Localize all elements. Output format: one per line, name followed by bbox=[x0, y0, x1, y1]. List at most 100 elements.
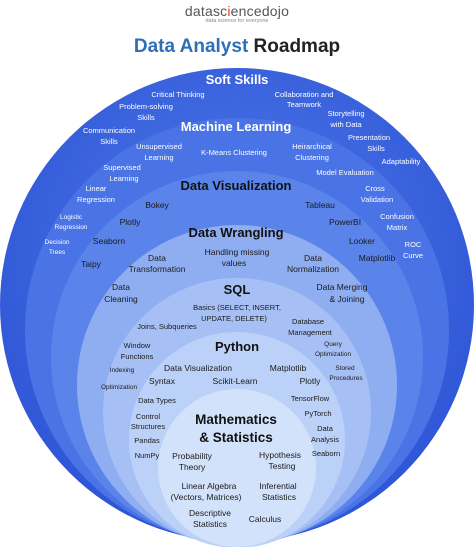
dataviz-item: Plotly bbox=[120, 217, 142, 227]
math-item: Descriptive bbox=[189, 508, 231, 518]
wrangling-item: Data bbox=[304, 253, 322, 263]
math-item: Testing bbox=[269, 461, 296, 471]
wrangling-item: Data bbox=[148, 253, 166, 263]
logo-tagline: data science for everyone bbox=[205, 18, 269, 24]
math-item: Hypothesis bbox=[259, 450, 301, 460]
sql-item: Optimization bbox=[101, 384, 138, 391]
soft-skill-item: Storytelling bbox=[327, 109, 364, 118]
python-item: Data Visualization bbox=[164, 363, 232, 373]
dataviz-item: Seaborn bbox=[93, 236, 125, 246]
wrangling-item: Handling missing bbox=[205, 247, 270, 257]
sql-item: Procedures bbox=[329, 375, 363, 382]
data-wrangling-title: Data Wrangling bbox=[188, 225, 283, 240]
wrangling-item: Cleaning bbox=[104, 294, 138, 304]
python-item: Plotly bbox=[300, 376, 322, 386]
ml-item: Trees bbox=[49, 249, 66, 256]
ml-item: Matrix bbox=[387, 223, 408, 232]
dataviz-item: Taipy bbox=[81, 259, 102, 269]
ml-item: Regression bbox=[55, 224, 88, 231]
python-item: Scikit-Learn bbox=[213, 376, 258, 386]
soft-skill-item: Collaboration and bbox=[275, 90, 334, 99]
dataviz-item: Matplotlib bbox=[359, 253, 396, 263]
ml-item: Supervised bbox=[103, 163, 141, 172]
ml-item: Model Evaluation bbox=[316, 168, 374, 177]
ring-math bbox=[158, 389, 316, 547]
python-item: Syntax bbox=[149, 376, 176, 386]
ml-item: Learning bbox=[109, 174, 138, 183]
wrangling-item: & Joining bbox=[330, 294, 365, 304]
python-item: Seaborn bbox=[312, 449, 340, 458]
python-item: Analysis bbox=[311, 435, 339, 444]
ml-item: Learning bbox=[144, 153, 173, 162]
math-item: Calculus bbox=[249, 514, 282, 524]
python-item: Data Types bbox=[138, 396, 176, 405]
python-item: Data bbox=[317, 424, 334, 433]
soft-skill-item: Presentation bbox=[348, 133, 390, 142]
data-visualization-title: Data Visualization bbox=[180, 178, 291, 193]
soft-skill-item: Communication bbox=[83, 126, 135, 135]
math-title: Mathematics bbox=[195, 412, 277, 427]
python-item: TensorFlow bbox=[291, 394, 330, 403]
math-item: Probability bbox=[172, 451, 212, 461]
wrangling-item: Data Merging bbox=[316, 282, 367, 292]
python-item: Structures bbox=[131, 422, 165, 431]
soft-skill-item: Problem-solving bbox=[119, 102, 173, 111]
soft-skill-item: Adaptability bbox=[382, 157, 421, 166]
sql-item: UPDATE, DELETE) bbox=[201, 314, 267, 323]
python-item: PyTorch bbox=[304, 409, 331, 418]
sql-item: Management bbox=[288, 328, 333, 337]
sql-item: Database bbox=[292, 317, 324, 326]
python-item: Matplotlib bbox=[270, 363, 307, 373]
page-title: Data Analyst Roadmap bbox=[133, 36, 341, 57]
soft-skill-item: Skills bbox=[100, 137, 118, 146]
sql-item: Indexing bbox=[110, 367, 135, 374]
machine-learning-title: Machine Learning bbox=[181, 119, 292, 134]
ml-item: Clustering bbox=[295, 153, 329, 162]
math-item: Statistics bbox=[262, 492, 296, 502]
brand-logo: datasciencedojo data science for everyon… bbox=[0, 3, 474, 24]
math-item: Inferential bbox=[259, 481, 296, 491]
dataviz-item: Bokey bbox=[145, 200, 169, 210]
sql-item: Stored bbox=[335, 365, 355, 372]
sql-item: Window bbox=[124, 341, 151, 350]
soft-skill-item: with Data bbox=[329, 120, 362, 129]
wrangling-item: Transformation bbox=[129, 264, 186, 274]
logo-wordmark: datasciencedojo bbox=[184, 3, 290, 19]
python-item: Pandas bbox=[134, 436, 160, 445]
sql-item: Joins, Subqueries bbox=[137, 322, 197, 331]
wrangling-item: Data bbox=[112, 282, 130, 292]
ml-item: Regression bbox=[77, 195, 115, 204]
ml-item: Curve bbox=[403, 251, 423, 260]
sql-title: SQL bbox=[224, 282, 251, 297]
python-item: NumPy bbox=[135, 451, 160, 460]
ml-item: Linear bbox=[86, 184, 107, 193]
math-item: Linear Algebra bbox=[182, 481, 237, 491]
soft-skill-item: Skills bbox=[137, 113, 155, 122]
python-title: Python bbox=[215, 339, 259, 354]
ml-item: Decision bbox=[45, 239, 70, 246]
soft-skill-item: Critical Thinking bbox=[151, 90, 204, 99]
math-item: Statistics bbox=[193, 519, 227, 529]
ml-item: Confusion bbox=[380, 212, 414, 221]
sql-item: Basics (SELECT, INSERT, bbox=[193, 303, 281, 312]
soft-skill-item: Teamwork bbox=[287, 100, 321, 109]
ml-item: ROC bbox=[405, 240, 422, 249]
ml-item: Unsupervised bbox=[136, 142, 182, 151]
sql-item: Optimization bbox=[315, 351, 352, 358]
dataviz-item: PowerBI bbox=[329, 217, 361, 227]
sql-item: Functions bbox=[121, 352, 154, 361]
dataviz-item: Looker bbox=[349, 236, 375, 246]
ml-item: K-Means Clustering bbox=[201, 148, 267, 157]
ml-item: Logistic bbox=[60, 214, 83, 221]
python-item: Control bbox=[136, 412, 161, 421]
ml-item: Validation bbox=[361, 195, 393, 204]
ml-item: Cross bbox=[365, 184, 385, 193]
math-item: Theory bbox=[179, 462, 206, 472]
wrangling-item: Normalization bbox=[287, 264, 339, 274]
soft-skill-item: Skills bbox=[367, 144, 385, 153]
math-item: (Vectors, Matrices) bbox=[171, 492, 242, 502]
soft-skills-title: Soft Skills bbox=[206, 72, 269, 87]
wrangling-item: values bbox=[222, 258, 247, 268]
dataviz-item: Tableau bbox=[305, 200, 335, 210]
